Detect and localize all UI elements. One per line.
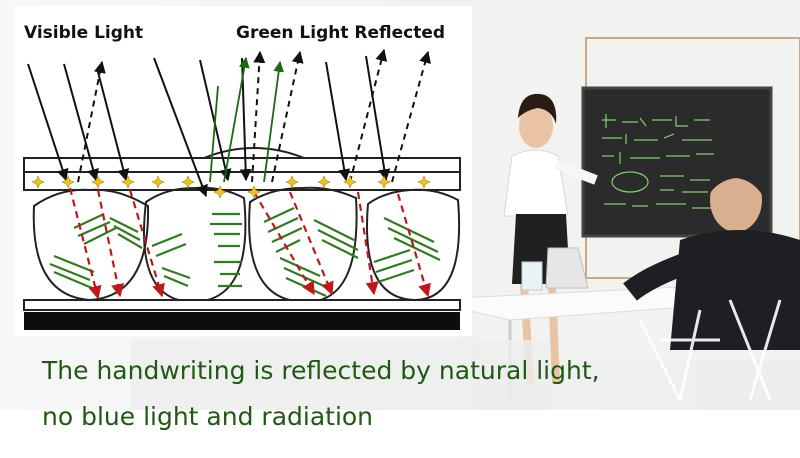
green-texture	[49, 207, 441, 298]
reflected-rays	[77, 48, 431, 183]
light-stars	[31, 175, 431, 199]
liquid-crystal-capsules	[32, 186, 461, 304]
green-reflected-rays	[209, 56, 285, 183]
reflection-diagram: Visible Light Green Light Reflected	[14, 6, 472, 336]
caption-line-1: The handwriting is reflected by natural …	[42, 356, 600, 385]
chairs	[638, 299, 782, 401]
incident-rays	[27, 55, 391, 198]
label-visible-light: Visible Light	[24, 23, 143, 43]
substrate	[23, 299, 461, 330]
student	[623, 161, 800, 350]
caption-line-2: no blue light and radiation	[42, 402, 374, 431]
label-green-light-reflected: Green Light Reflected	[236, 23, 445, 43]
absorbed-rays	[68, 187, 431, 300]
